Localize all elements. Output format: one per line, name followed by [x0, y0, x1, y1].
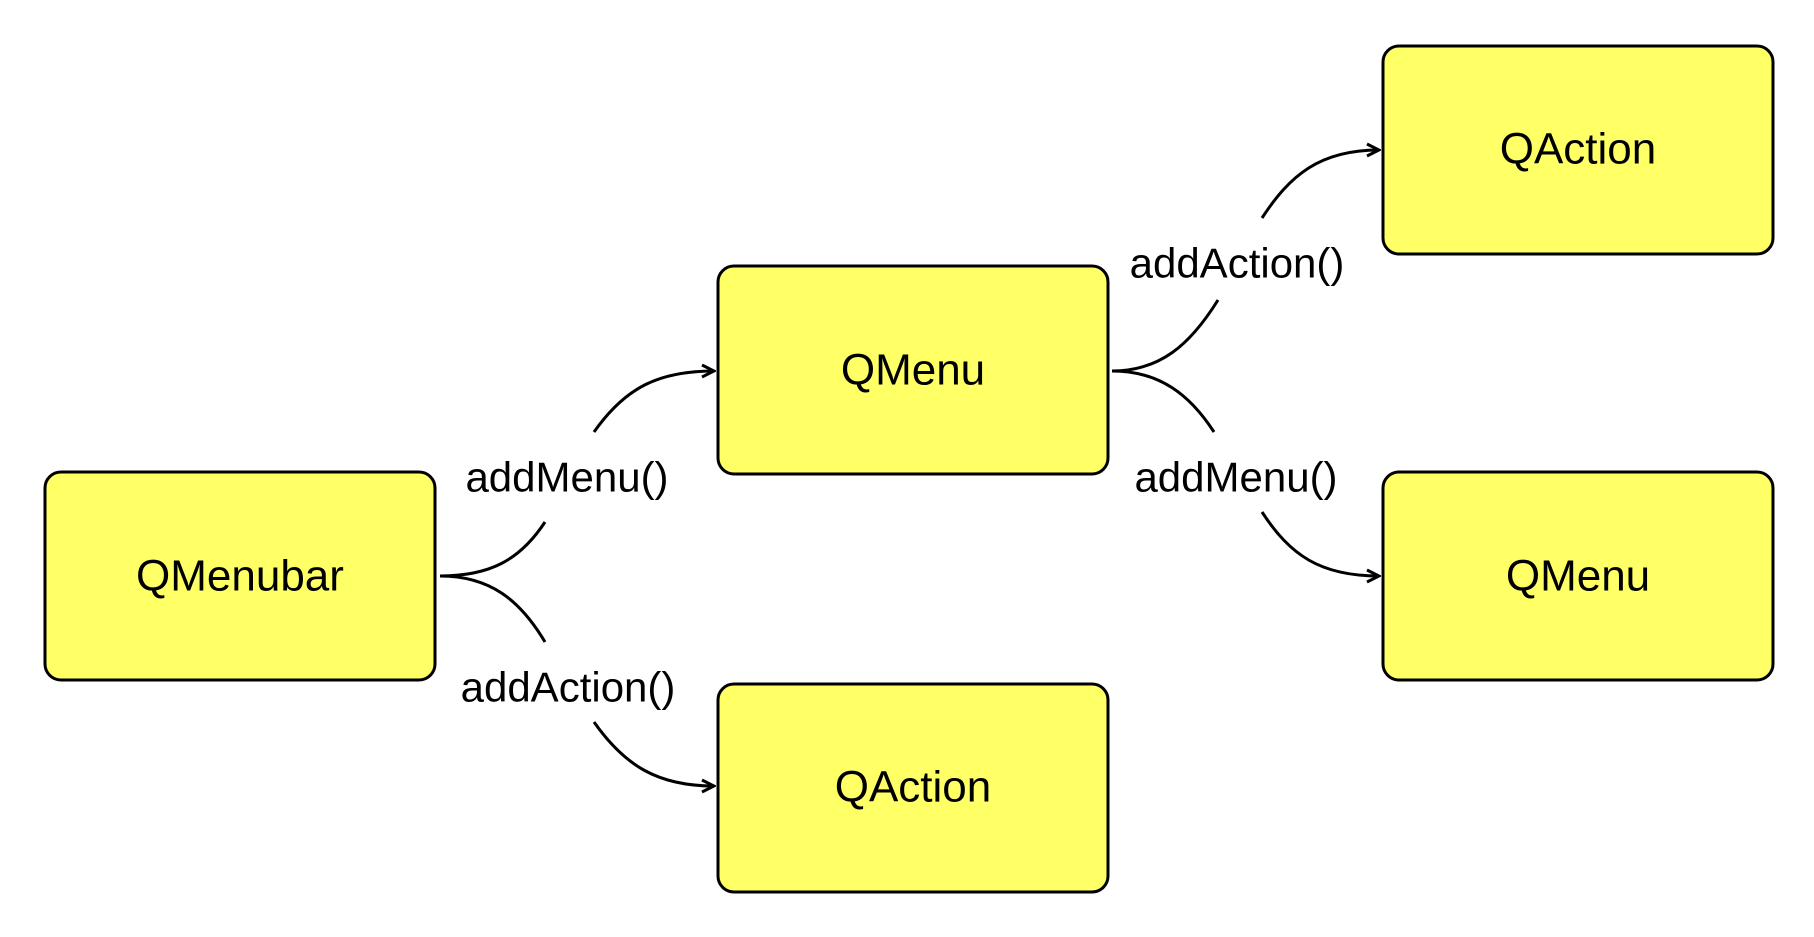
- edge-menubar-to-menu: addMenu(): [439, 371, 714, 578]
- edge-label-addaction: addAction(): [1130, 240, 1345, 287]
- edge-menu-to-menu: addMenu(): [1111, 369, 1379, 576]
- node-qaction-top-right: QAction: [1381, 44, 1775, 256]
- node-label: QAction: [835, 763, 992, 812]
- node-qmenubar: QMenubar: [43, 470, 437, 682]
- node-label: QMenu: [1506, 552, 1650, 601]
- node-label: QMenubar: [136, 552, 344, 601]
- node-label: QMenu: [841, 346, 985, 395]
- edge-menu-to-action: addAction(): [1111, 150, 1379, 373]
- edge-menubar-to-action: addAction(): [439, 574, 714, 786]
- node-qaction-bottom: QAction: [716, 682, 1110, 894]
- node-label: QAction: [1500, 125, 1657, 174]
- edge-label-addmenu: addMenu(): [465, 454, 668, 501]
- node-qmenu-right: QMenu: [1381, 470, 1775, 682]
- edge-label-addmenu: addMenu(): [1134, 454, 1337, 501]
- node-qmenu-center: QMenu: [716, 264, 1110, 476]
- edge-label-addaction: addAction(): [461, 664, 676, 711]
